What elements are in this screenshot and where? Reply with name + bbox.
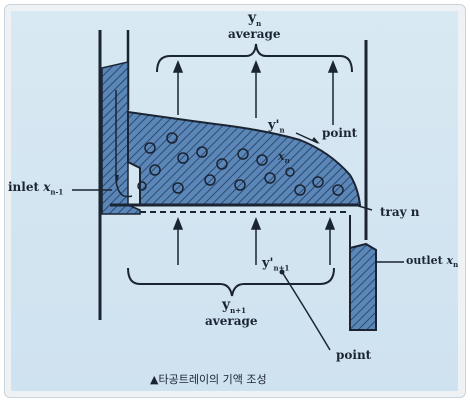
tray-label: tray n: [380, 205, 420, 219]
point-bottom-line: [281, 271, 331, 351]
bottom-brace: [127, 267, 335, 297]
point-bottom-label: point: [336, 348, 372, 362]
tray-pointer: [351, 203, 373, 211]
outlet-label: outlet xn: [406, 254, 459, 270]
yn1-label: yn+1: [222, 297, 246, 315]
downcomer-liquid: [101, 61, 141, 215]
yn1-prime-label: y'n+1: [262, 256, 290, 273]
vapor-bubbles: [137, 132, 344, 196]
yn-average-label: average: [228, 27, 281, 41]
yn1-average-label: average: [205, 314, 258, 328]
inlet-flow-arrow: [115, 90, 133, 198]
figure-caption: ▲타공트레이의 기액 조성: [150, 373, 267, 386]
inlet-label: inlet xn-1: [8, 180, 64, 197]
vapor-arrows-top: [172, 59, 339, 125]
yn-prime-label: y'n: [268, 118, 285, 135]
point-top-arrow: [295, 132, 319, 144]
point-top-label: point: [322, 126, 358, 140]
xn-mid-label: xn: [278, 150, 290, 166]
yn-label: yn: [248, 10, 262, 28]
vapor-arrows-bottom: [172, 216, 336, 265]
top-brace: [156, 43, 353, 73]
outlet-downcomer-liquid: [349, 242, 377, 331]
image-frame: [4, 4, 466, 398]
